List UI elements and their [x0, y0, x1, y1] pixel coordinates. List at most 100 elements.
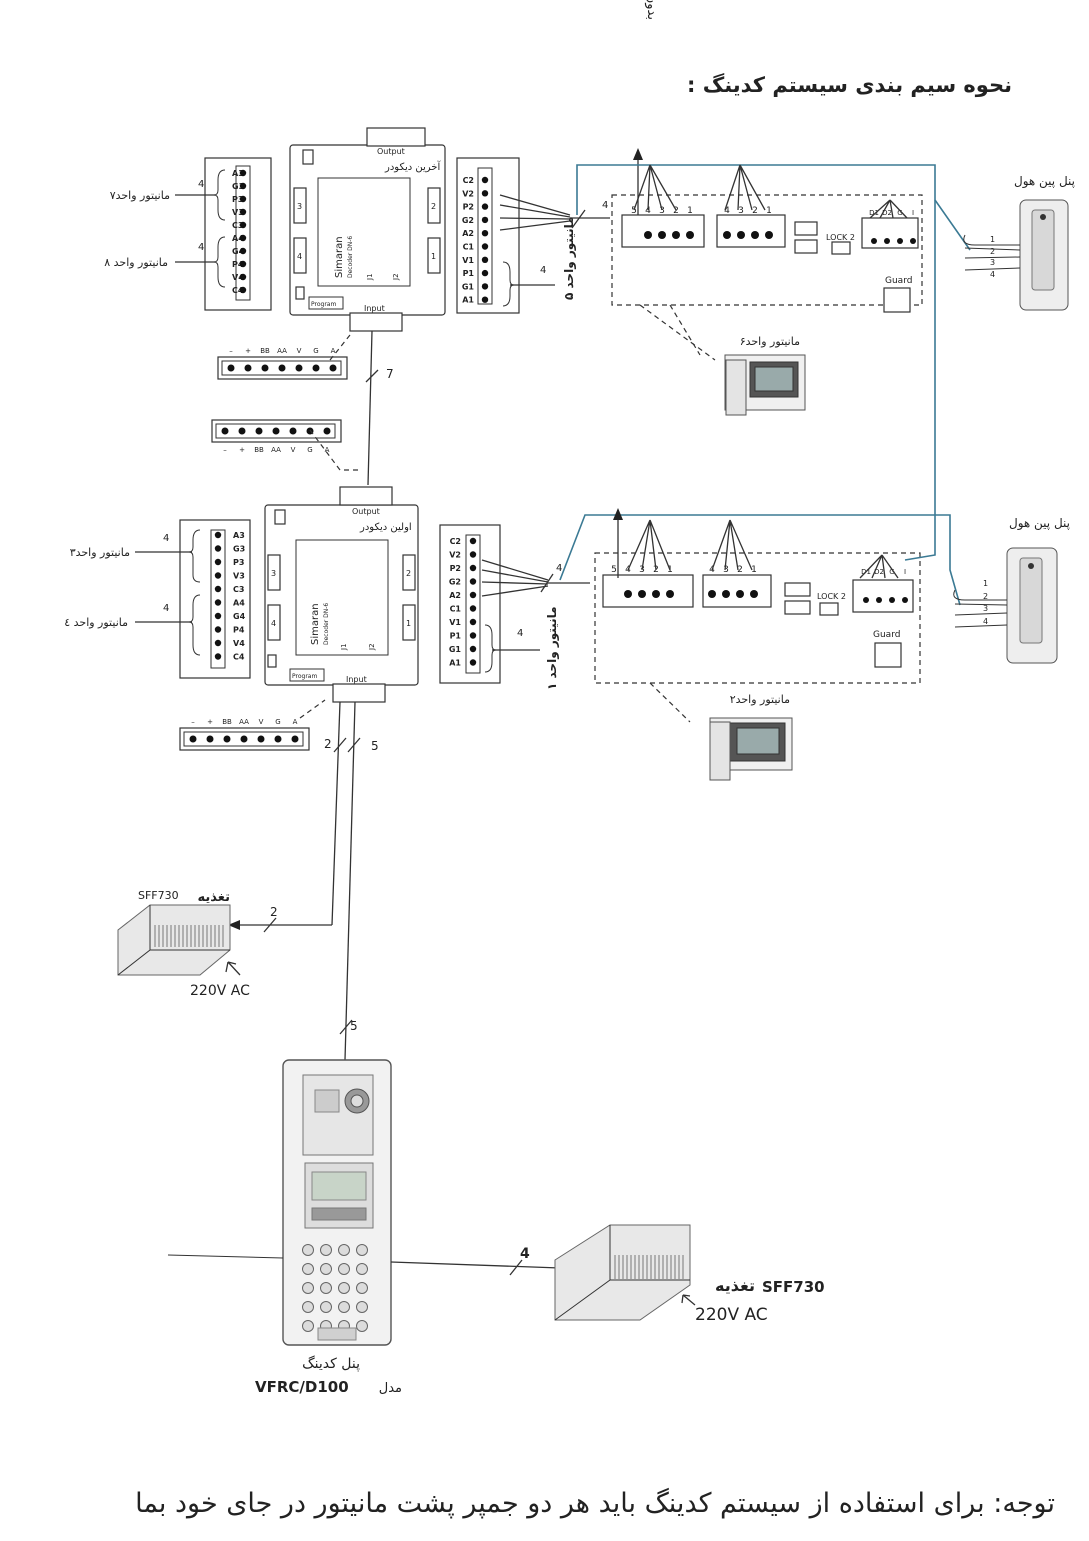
decoder-bottom-left-screw-v3	[214, 572, 222, 579]
monitor-top-callout-2	[639, 304, 716, 361]
keypad-button[interactable]	[338, 1301, 350, 1313]
keypad-button[interactable]	[356, 1282, 368, 1294]
decoder-bottom-right-screw-p2	[469, 564, 477, 572]
mon-bot-pins-right-pin-0	[708, 590, 716, 598]
decoder-top-left-screw-a3	[239, 169, 247, 177]
decoder-bottom-right-terminals	[439, 524, 501, 684]
keypad-button[interactable]	[302, 1301, 314, 1313]
mon-bot-pins-right-label-3: 1	[751, 565, 757, 575]
decoder-bottom-right-screw-c2	[469, 537, 477, 545]
mon-bot-pins-door-pin-1	[876, 597, 882, 603]
decoder-top-left-label-a3: A3	[232, 169, 244, 178]
decoder-top-left-screw-c3	[239, 221, 247, 229]
fan-bot-term-right	[711, 519, 753, 571]
fan-bot-term-left	[627, 519, 671, 571]
keypad-button[interactable]	[338, 1263, 350, 1275]
decoder-top-right-screw-g2	[481, 216, 489, 224]
keypad-button[interactable]	[302, 1244, 314, 1256]
decoder-top-left-screw-c4	[239, 286, 247, 294]
keypad-button[interactable]	[356, 1301, 368, 1313]
monitor-8-label: مانیتور واحد ۸	[104, 256, 168, 269]
keypad-button[interactable]	[356, 1244, 368, 1256]
bus-bot-screw-4	[257, 735, 265, 743]
decoder-bottom-left-label-a3: A3	[233, 531, 245, 540]
keypad-button[interactable]	[320, 1244, 332, 1256]
door-panel-top-pin-2: 2	[990, 247, 995, 256]
decoder-top-right-screw-a2	[481, 230, 489, 237]
monitor-top-guard: Guard	[885, 276, 912, 286]
wire-2-count-top: 2	[324, 737, 332, 751]
bus-bot-screw-2	[223, 735, 231, 743]
bus-top-1-label-5: G	[313, 347, 318, 355]
decoder-bottom-right-label-v2: V2	[449, 551, 461, 560]
decoder-top-right-label-p1: P1	[463, 269, 475, 278]
monitor-top-connector-area	[611, 194, 923, 313]
decoder-bottom-left-screw-a3	[214, 531, 222, 539]
mon-top-pins-right-pin-3	[765, 231, 773, 239]
coding-panel	[282, 1059, 392, 1346]
keypad-button[interactable]	[302, 1263, 314, 1275]
mon-top-pins-door-label-0: D1	[869, 209, 879, 217]
bus-bottom-callout	[299, 699, 326, 719]
monitor-2-device	[709, 717, 793, 781]
decoder-bottom-right-label-a2: A2	[449, 591, 461, 600]
decoder-top-model: Decoder DN-6	[347, 236, 354, 278]
monitor-bottom-connector-area	[594, 552, 921, 684]
psu-bottom	[554, 1224, 691, 1321]
decoder-bottom-left-label-v4: V4	[233, 639, 245, 648]
bus-bot-screw-0	[189, 735, 197, 743]
decoder-top-right-screw-v1	[481, 256, 489, 263]
door-panel-bottom-pin-1: 1	[983, 579, 988, 588]
mon-top-pins-left-pin-4	[686, 231, 694, 239]
bus-bot-screw-5	[274, 735, 282, 743]
monitor-7-brace	[213, 169, 226, 221]
keypad-button[interactable]	[356, 1263, 368, 1275]
coding-panel-model: VFRC/D100	[255, 1378, 349, 1396]
decoder-top-port-4: 4	[297, 252, 302, 261]
keypad-button[interactable]	[338, 1282, 350, 1294]
bus-wire-7-tick	[365, 369, 379, 383]
mon-bot-pins-door-pin-3	[902, 597, 908, 603]
decoder-bottom-left-label-g4: G4	[233, 612, 246, 621]
decoder-top-left-label-v3: V3	[232, 208, 244, 217]
mon-bot-pins-right-pin-1	[722, 590, 730, 598]
keypad-button[interactable]	[356, 1320, 368, 1332]
monitor-3-label: مانیتور واحد۳	[70, 546, 130, 559]
decoder-top-port-1: 1	[431, 252, 436, 261]
door-panel-bottom-label: پنل پین هول	[1009, 516, 1070, 531]
mon-top-pins-right-label-3: 1	[766, 206, 772, 216]
bus-top-2-screw-3	[272, 427, 280, 435]
mon-top-pins-right-pin-2	[751, 231, 759, 239]
bus-bot-label-5: G	[275, 718, 280, 726]
decoder-bottom-right-label-g1: G1	[449, 645, 462, 654]
bus-top-2-label-5: G	[307, 446, 312, 454]
footer-note: توجه: برای استفاده از سیستم کدینگ باید ه…	[135, 1487, 1055, 1519]
mon-top-pins-door-label-1: D2	[882, 209, 892, 217]
keypad-button[interactable]	[320, 1282, 332, 1294]
bottom-psu-wire-left	[167, 1254, 284, 1259]
decoder-top-right-screw-p2	[481, 203, 489, 210]
keypad-button[interactable]	[338, 1244, 350, 1256]
bus-top-2-screw-2	[255, 427, 263, 435]
door-panel-top	[963, 199, 1069, 311]
keypad-button[interactable]	[302, 1282, 314, 1294]
decoder-bottom-right-label-v1: V1	[449, 618, 461, 627]
decoder-top-left-screw-a4	[239, 234, 247, 242]
decoder-bottom-port-2: 2	[406, 569, 411, 578]
psu-top-label: تغذیه	[198, 890, 231, 905]
decoder-top: Output Input Program آخرین دیکودر Simara…	[289, 127, 446, 332]
decoder-top-right-label-c1: C1	[463, 243, 475, 252]
decoder-bottom-right-screw-a1	[469, 659, 477, 666]
blue-wire-top	[576, 164, 971, 251]
keypad-button[interactable]	[302, 1320, 314, 1332]
bus-top-2-label-1: +	[239, 446, 245, 454]
decoder-top-left-label-a4: A4	[232, 234, 244, 243]
decoder-bottom-right-screw-v1	[469, 618, 477, 626]
bus-top-2-screw-4	[289, 427, 297, 435]
decoder-bottom-left-screw-p3	[214, 558, 222, 566]
decoder-top-right-label-a1: A1	[462, 296, 474, 305]
keypad-button[interactable]	[320, 1263, 332, 1275]
keypad-button[interactable]	[320, 1301, 332, 1313]
